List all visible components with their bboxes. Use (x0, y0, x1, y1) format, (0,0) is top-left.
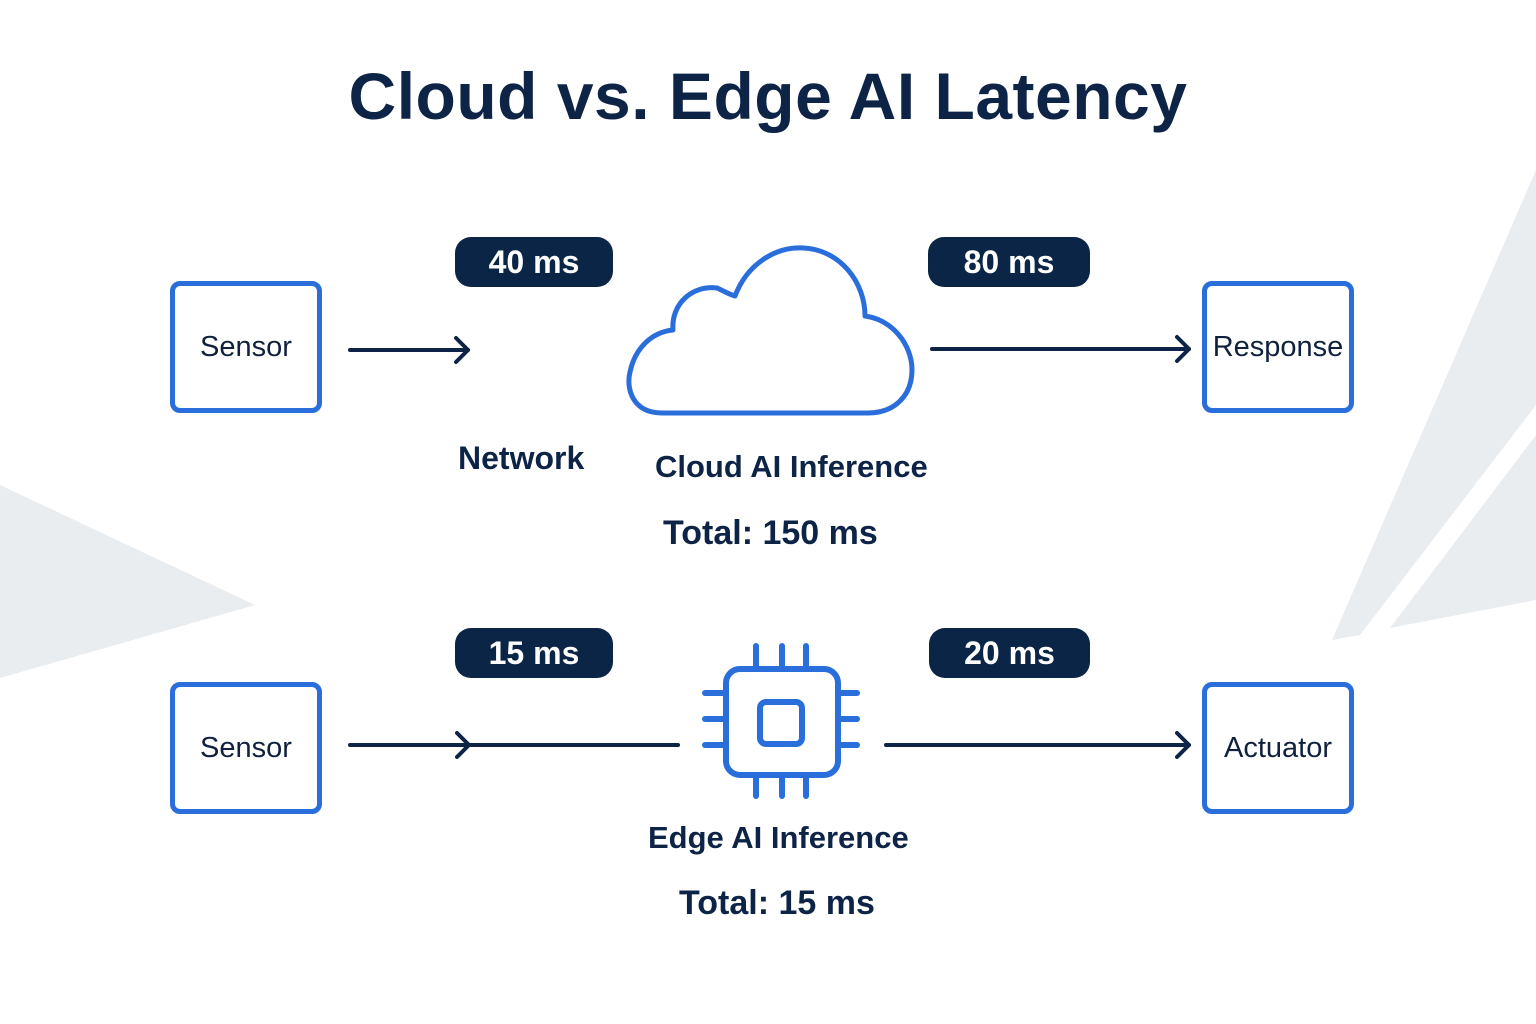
edge-total-latency: Total: 15 ms (679, 884, 875, 922)
cloud-icon (626, 245, 915, 416)
arrow-sensor-to-network (348, 336, 470, 364)
page-title: Cloud vs. Edge AI Latency (348, 59, 1188, 133)
chip-icon (702, 643, 860, 799)
response-label: Response (1212, 330, 1344, 363)
actuator-label: Actuator (1224, 731, 1332, 764)
actuator-box: Actuator (1202, 682, 1354, 814)
cloud-sensor-label: Sensor (200, 330, 292, 363)
network-latency-badge: 40 ms (455, 237, 613, 287)
cloud-inference-label: Cloud AI Inference (655, 449, 928, 484)
arrow-chip-to-actuator (884, 731, 1191, 759)
cloud-total-latency: Total: 150 ms (663, 514, 878, 552)
arrow-cloud-to-response (930, 335, 1191, 363)
output-latency-badge: 20 ms (929, 628, 1090, 678)
right-slash-shape-large (1332, 170, 1536, 640)
right-slash-shape-small (1390, 435, 1536, 628)
input-latency-badge: 15 ms (455, 628, 613, 678)
edge-sensor-box: Sensor (170, 682, 322, 814)
cloud-sensor-box: Sensor (170, 281, 322, 413)
edge-sensor-label: Sensor (200, 731, 292, 764)
return-latency-badge: 80 ms (928, 237, 1090, 287)
arrow-sensor-to-chip (348, 731, 680, 759)
left-triangle-shape (0, 485, 255, 678)
edge-inference-label: Edge AI Inference (648, 820, 909, 855)
network-label: Network (458, 440, 585, 476)
response-box: Response (1202, 281, 1354, 413)
